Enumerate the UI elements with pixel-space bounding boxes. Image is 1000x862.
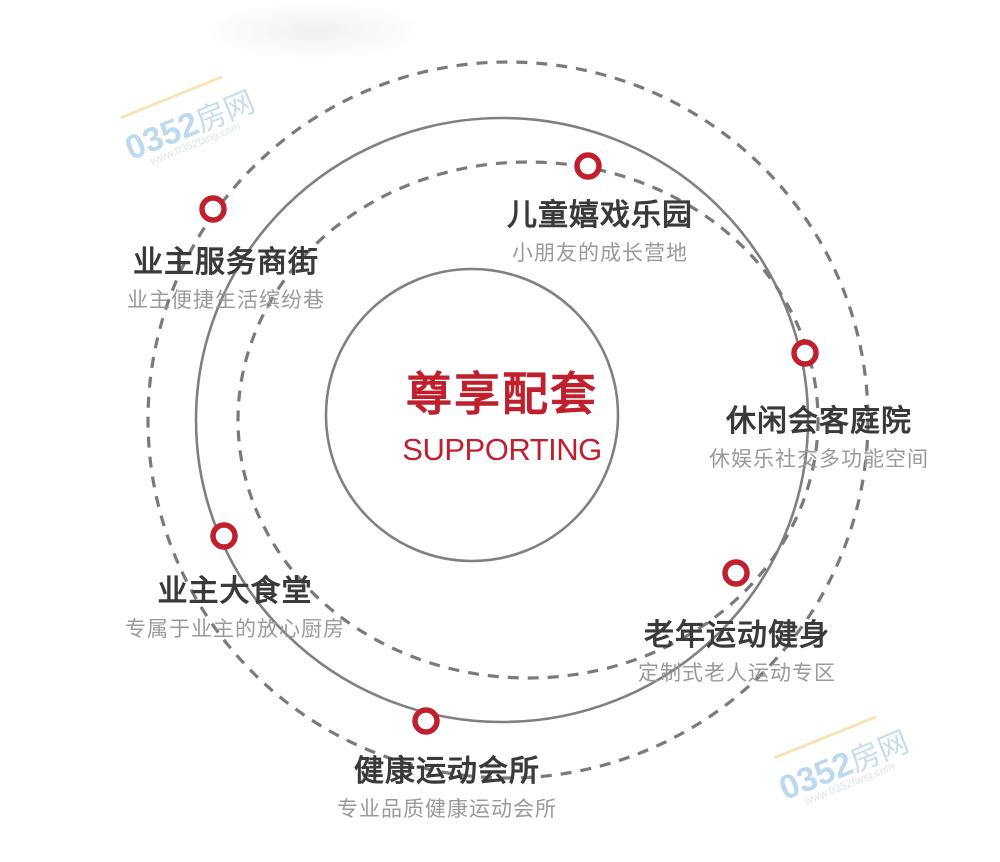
- node-desc: 专业品质健康运动会所: [337, 797, 557, 821]
- node-title: 老年运动健身: [644, 618, 830, 653]
- marker-elderly-fitness: [722, 559, 750, 587]
- node-desc: 业主便捷生活缤纷巷: [127, 288, 325, 312]
- node-health-club: 健康运动会所 专业品质健康运动会所: [312, 752, 582, 826]
- marker-leisure-courtyard: [791, 339, 819, 367]
- marker-dining-hall: [210, 522, 238, 550]
- middle-solid-ring: [194, 116, 810, 724]
- marker-kids-park: [574, 152, 602, 180]
- node-kids-park: 儿童嬉戏乐园 小朋友的成长营地: [487, 196, 713, 270]
- node-title: 业主服务商街: [133, 245, 319, 280]
- inner-solid-ring: [324, 267, 620, 563]
- center-title: 尊享配套: [406, 367, 598, 421]
- node-title: 业主大食堂: [157, 574, 313, 609]
- outer-dashed-ring: [146, 60, 870, 780]
- node-elderly-fitness: 老年运动健身 定制式老人运动专区: [617, 616, 857, 690]
- marker-service-street: [199, 195, 227, 223]
- node-desc: 专属于业主的放心厨房: [125, 617, 345, 641]
- node-leisure-courtyard: 休闲会客庭院 休娱乐社交多功能空间: [688, 402, 950, 476]
- node-title: 休闲会客庭院: [726, 404, 912, 439]
- node-desc: 定制式老人运动专区: [638, 661, 836, 685]
- center-subtitle: SUPPORTING: [402, 432, 602, 467]
- faded-background-text: [205, 2, 425, 60]
- node-dining-hall: 业主大食堂 专属于业主的放心厨房: [100, 572, 370, 646]
- marker-health-club: [412, 707, 440, 735]
- inner-dashed-ring: [236, 160, 820, 680]
- node-title: 儿童嬉戏乐园: [507, 198, 693, 233]
- node-title: 健康运动会所: [354, 754, 540, 789]
- node-desc: 小朋友的成长营地: [512, 241, 688, 265]
- node-service-street: 业主服务商街 业主便捷生活缤纷巷: [110, 243, 342, 317]
- node-desc: 休娱乐社交多功能空间: [709, 447, 929, 471]
